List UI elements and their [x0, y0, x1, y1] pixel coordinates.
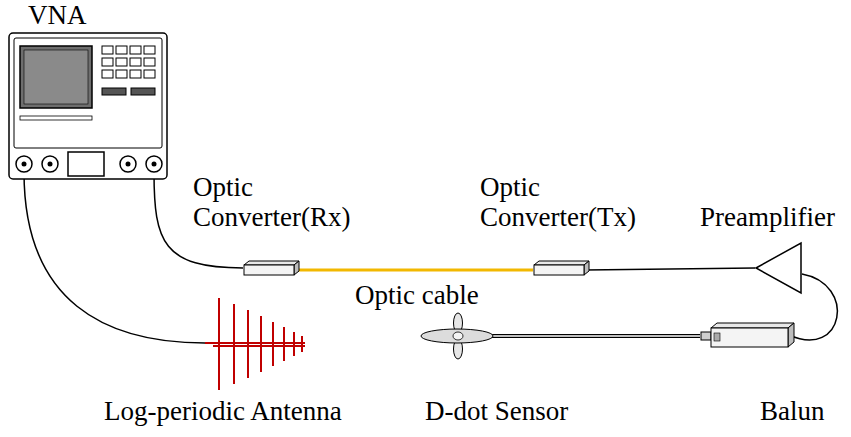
node-label: Preamplifier	[700, 202, 835, 232]
amplifier-triangle	[755, 242, 802, 294]
vna-instrument: VNA	[8, 0, 180, 182]
node-label: VNA	[28, 0, 87, 30]
edge-label: Optic cable	[353, 280, 481, 310]
balun: Balun	[700, 318, 840, 428]
node-label: Optic Converter(Tx)	[480, 172, 655, 232]
cable-line	[585, 268, 755, 270]
node-label: Log-periodic Antenna	[104, 396, 342, 426]
optic-cable	[295, 270, 533, 271]
balun-box	[700, 321, 795, 349]
converter-box	[533, 260, 590, 276]
coax-cable	[585, 268, 755, 270]
node-label: Balun	[760, 396, 825, 426]
cable-line	[295, 269, 533, 272]
node-label: D-dot Sensor	[425, 396, 568, 426]
log-periodic-antenna: Log-periodic Antenna	[100, 296, 350, 428]
antenna-symbol	[205, 296, 305, 392]
cable-line	[492, 334, 700, 338]
coax-cable	[24, 172, 205, 343]
cable-core	[492, 335, 700, 337]
cable-line	[24, 172, 205, 343]
optic-converter: Optic Converter(Rx)	[190, 172, 370, 280]
vna-illustration	[8, 32, 168, 180]
node-label: Optic Converter(Rx)	[193, 172, 368, 232]
coax-cable	[492, 336, 700, 337]
d-dot-sensor: D-dot Sensor	[420, 308, 600, 428]
converter-box	[243, 260, 300, 276]
optic-converter: Optic Converter(Tx)	[478, 172, 658, 280]
preamplifier: Preamplifier	[698, 202, 848, 296]
sensor-symbol	[420, 310, 495, 362]
